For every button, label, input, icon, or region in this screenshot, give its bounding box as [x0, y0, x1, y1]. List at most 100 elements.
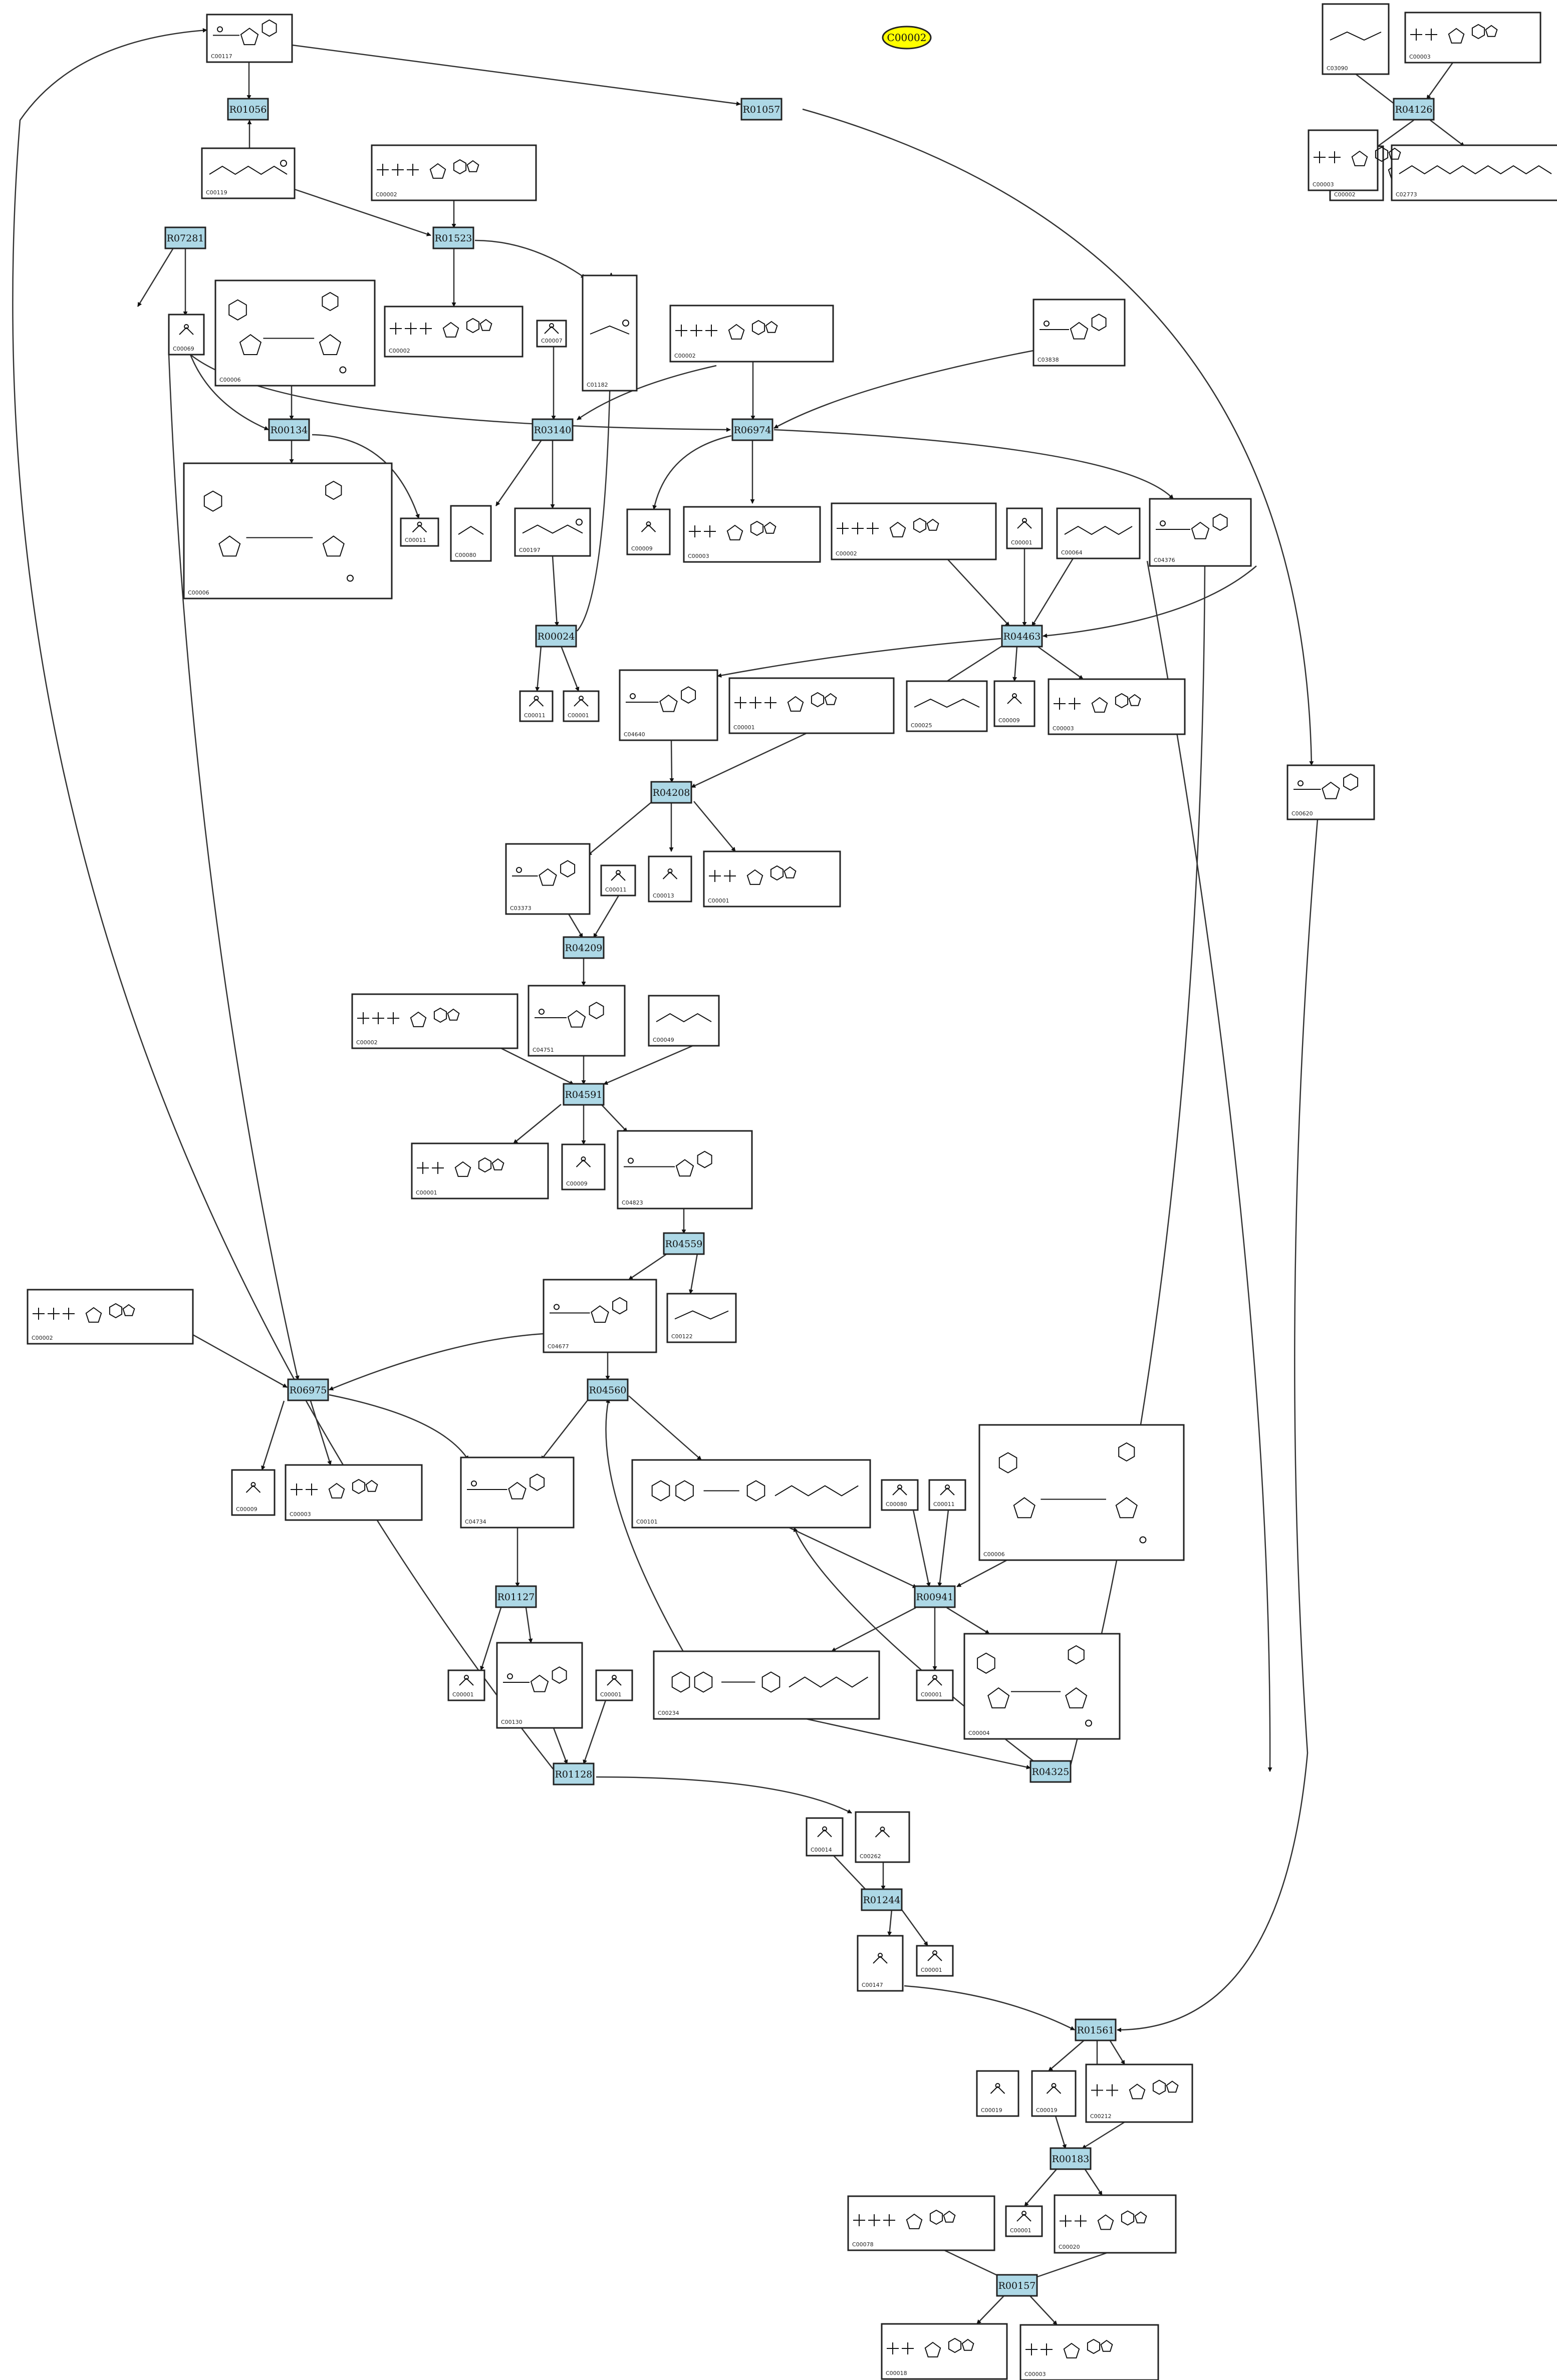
compound-C00004[interactable]: C00004	[963, 1633, 1121, 1740]
reaction-R00941[interactable]: R00941	[914, 1585, 956, 1608]
compound-C00001[interactable]: C00001	[1006, 507, 1043, 549]
compound-C00197[interactable]: C00197	[514, 507, 591, 557]
reaction-R04559[interactable]: R04559	[663, 1232, 705, 1255]
reaction-R06975[interactable]: R06975	[287, 1378, 329, 1401]
compound-C00011[interactable]: C00011	[600, 864, 636, 897]
compound-C00003[interactable]: C00003	[683, 506, 821, 563]
reaction-R01057[interactable]: R01057	[740, 98, 783, 121]
reaction-R01056[interactable]: R01056	[227, 98, 269, 121]
compound-C00001[interactable]: C00001	[563, 690, 600, 722]
compound-C04823[interactable]: C04823	[617, 1130, 753, 1210]
compound-C00009[interactable]: C00009	[231, 1469, 276, 1516]
compound-C00234[interactable]: C00234	[653, 1650, 880, 1720]
compound-C00002[interactable]: C00002	[27, 1289, 194, 1345]
compound-C00002[interactable]: C00002	[831, 502, 997, 560]
compound-C00013[interactable]: C00013	[648, 855, 692, 903]
compound-C00003[interactable]: C00003	[1308, 129, 1401, 191]
reaction-R03140[interactable]: R03140	[532, 418, 574, 441]
reaction-R00134[interactable]: R00134	[268, 418, 310, 441]
reaction-R04126[interactable]: R04126	[1393, 98, 1435, 121]
reaction-R01523[interactable]: R01523	[432, 226, 474, 249]
edge	[789, 1527, 917, 1589]
compound-C00001[interactable]: C00001	[447, 1669, 485, 1701]
compound-C02773[interactable]: C02773	[1391, 144, 1557, 201]
compound-C00003[interactable]: C00003	[285, 1464, 423, 1521]
compound-C00006[interactable]: C00006	[214, 279, 376, 387]
compound-C00011[interactable]: C00011	[400, 517, 439, 547]
compound-C00080[interactable]: C00080	[450, 505, 492, 562]
reaction-R04463[interactable]: R04463	[1001, 625, 1043, 648]
reaction-R01561[interactable]: R01561	[1075, 2018, 1117, 2041]
compound-C00009[interactable]: C00009	[993, 680, 1035, 727]
compound-C00069[interactable]: C00069	[168, 314, 205, 356]
reaction-R00024[interactable]: R00024	[535, 625, 577, 648]
compound-C03090[interactable]: C03090	[1322, 3, 1390, 75]
compound-C00078[interactable]: C00078	[847, 2195, 995, 2251]
compound-C00001[interactable]: C00001	[411, 1142, 549, 1200]
compound-C00018[interactable]: C00018	[881, 2323, 1008, 2380]
compound-C00117[interactable]: C00117	[206, 14, 293, 63]
compound-C00101[interactable]: C00101	[631, 1459, 871, 1529]
compound-C03838[interactable]: C03838	[1032, 299, 1126, 367]
reaction-R04209[interactable]: R04209	[563, 936, 605, 959]
reaction-R01244[interactable]: R01244	[861, 1888, 903, 1911]
compound-C00011[interactable]: C00011	[519, 690, 554, 722]
compound-C04677[interactable]: C04677	[543, 1279, 657, 1353]
compound-C00212[interactable]: C00212	[1085, 2063, 1193, 2123]
compound-C04376[interactable]: C04376	[1149, 498, 1252, 567]
compound-C04751[interactable]: C04751	[528, 985, 626, 1057]
reaction-R04325[interactable]: R04325	[1029, 1760, 1072, 1783]
compound-C00002[interactable]: C00002	[371, 144, 537, 201]
compound-C00003[interactable]: C00003	[1019, 2324, 1159, 2380]
compound-C00003[interactable]: C00003	[1048, 678, 1186, 735]
compound-C00009[interactable]: C00009	[626, 508, 671, 555]
compound-C04640[interactable]: C04640	[619, 669, 718, 741]
compound-C00130[interactable]: C00130	[496, 1642, 583, 1729]
compound-C01182[interactable]: C01182	[582, 274, 638, 392]
reaction-R04560[interactable]: R04560	[587, 1378, 629, 1401]
compound-C00006[interactable]: C00006	[183, 462, 393, 600]
compound-C00019[interactable]: C00019	[1031, 2070, 1077, 2117]
compound-C00001[interactable]: C00001	[1005, 2205, 1043, 2237]
compound-C00001[interactable]: C00001	[703, 850, 841, 908]
compound-C00020[interactable]: C00020	[1054, 2194, 1177, 2254]
compound-C00011[interactable]: C00011	[928, 1479, 966, 1511]
compound-C03373[interactable]: C03373	[505, 843, 591, 915]
compound-C00049[interactable]: C00049	[648, 995, 720, 1047]
compound-C00122[interactable]: C00122	[666, 1293, 737, 1343]
compound-C00025[interactable]: C00025	[906, 680, 988, 732]
compound-C00147[interactable]: C00147	[857, 1935, 904, 1992]
compound-C00119[interactable]: C00119	[201, 147, 296, 199]
compound-C00014[interactable]: C00014	[806, 1817, 844, 1857]
compound-C00001[interactable]: C00001	[728, 677, 895, 734]
compound-C04734[interactable]: C04734	[460, 1456, 575, 1529]
compound-box	[450, 505, 492, 562]
compound-C00262[interactable]: C00262	[855, 1811, 910, 1863]
compound-label: C03838	[1037, 357, 1059, 363]
compound-C00002[interactable]: C00002	[384, 306, 524, 358]
reaction-R01128[interactable]: R01128	[553, 1762, 595, 1786]
compound-label: C00117	[211, 53, 232, 60]
compound-C00001[interactable]: C00001	[916, 1669, 954, 1701]
reaction-R00157[interactable]: R00157	[996, 2274, 1038, 2297]
compound-structure	[990, 2083, 1005, 2094]
compound-C00620[interactable]: C00620	[1286, 764, 1375, 820]
compound-C00019[interactable]: C00019	[976, 2070, 1019, 2117]
compound-C00003[interactable]: C00003	[1404, 12, 1541, 64]
compound-C00080[interactable]: C00080	[881, 1479, 919, 1511]
reaction-R00183[interactable]: R00183	[1050, 2147, 1092, 2170]
reaction-R01127[interactable]: R01127	[495, 1585, 537, 1608]
compound-C00006[interactable]: C00006	[978, 1424, 1185, 1561]
compound-C00002[interactable]: C00002	[669, 305, 834, 363]
compound-C00064[interactable]: C00064	[1056, 507, 1141, 559]
compound-C00001[interactable]: C00001	[595, 1669, 633, 1701]
compound-C00001[interactable]: C00001	[916, 1945, 954, 1977]
reaction-R07281[interactable]: R07281	[164, 226, 206, 249]
compound-C00009[interactable]: C00009	[561, 1143, 606, 1191]
reaction-R06974[interactable]: R06974	[731, 418, 773, 441]
compound-C00007[interactable]: C00007	[536, 320, 567, 348]
reaction-R04208[interactable]: R04208	[650, 781, 692, 804]
reaction-box	[532, 418, 574, 441]
compound-C00002[interactable]: C00002	[351, 993, 518, 1049]
reaction-R04591[interactable]: R04591	[563, 1083, 605, 1106]
